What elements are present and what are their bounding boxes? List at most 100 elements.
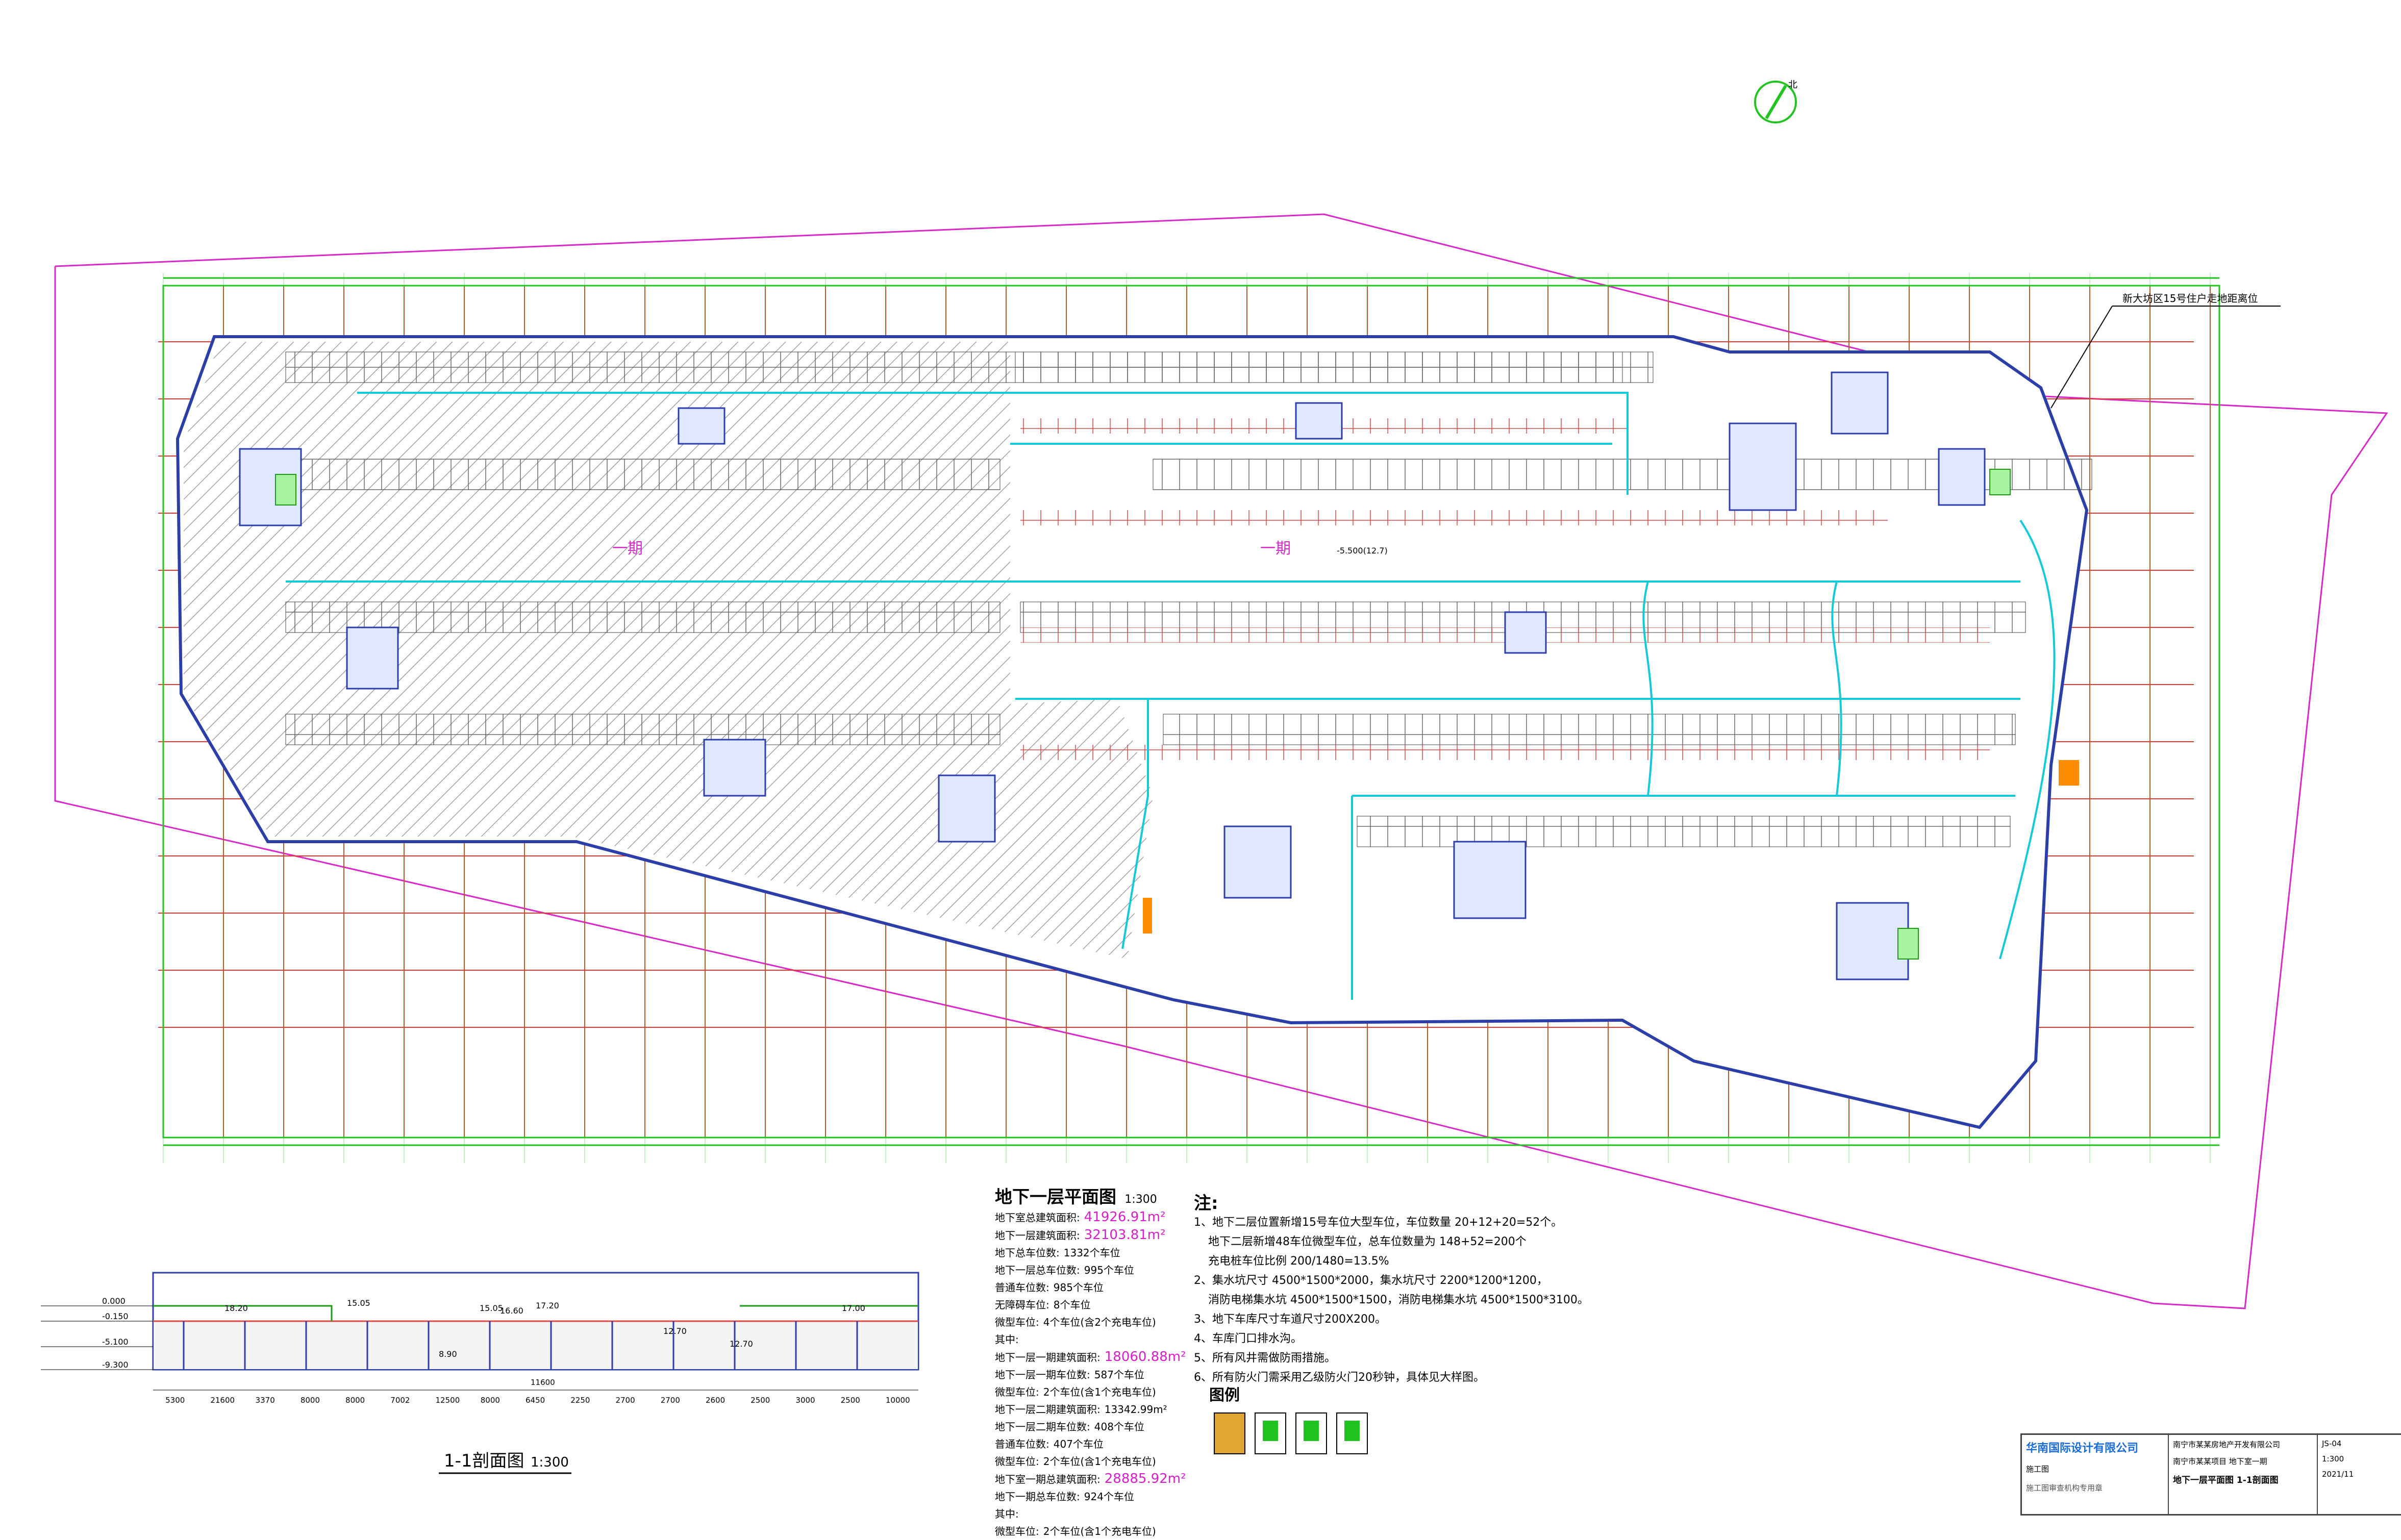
stat-row: 微型车位: 2个车位(含1个充电车位) — [995, 1383, 1189, 1401]
section-title: 1-1剖面图 — [444, 1451, 524, 1471]
stall-row — [1015, 351, 1654, 383]
section-dim-label: 5300 — [165, 1396, 185, 1405]
annotation-leader — [2050, 306, 2113, 409]
section-dim-label: 2250 — [570, 1396, 590, 1405]
elevation-label: 17.20 — [536, 1301, 559, 1310]
note-item: 5、所有风井需做防雨措施。 — [1194, 1352, 1336, 1365]
section-dim-label: 8000 — [345, 1396, 365, 1405]
elevation-label: 17.00 — [842, 1303, 865, 1313]
stat-value: 924个车位 — [1084, 1491, 1134, 1503]
stall-row-red — [1020, 510, 1888, 525]
design-notes: 注: 1、地下二层位置新增15号车位大型车位，车位数量 20+12+20=52个… — [1194, 1194, 1959, 1387]
north-arrow-icon — [1754, 81, 1797, 123]
stair-cores — [275, 469, 2011, 960]
section-dim-label: 12500 — [436, 1396, 460, 1405]
zone-label-1: 一期 — [612, 540, 643, 558]
section-dim-label: 2600 — [706, 1396, 725, 1405]
stat-value: 8个车位 — [1053, 1299, 1091, 1311]
stat-label: 地下一期总车位数: — [995, 1491, 1080, 1503]
stat-value: 41926.91m² — [1084, 1209, 1166, 1225]
stat-row: 微型车位:2个车位(含1个充电车位) — [995, 1453, 1189, 1470]
stat-label: 地下一层一期建筑面积: — [995, 1351, 1101, 1364]
stat-row: 普通车位数:985个车位 — [995, 1279, 1189, 1296]
axis-frame — [162, 285, 2220, 1139]
driveway-lanes — [286, 392, 2056, 1000]
company-name: 华南国际设计有限公司 — [2026, 1442, 2139, 1455]
elevation-label: 15.05 — [347, 1298, 370, 1308]
section-dim-label: 3370 — [256, 1396, 275, 1405]
stat-row: 地下一层一期车位数: 587个车位 — [995, 1366, 1189, 1383]
section-dim-label: 6450 — [526, 1396, 545, 1405]
level-label: -5.100 — [102, 1337, 129, 1347]
stat-label: 地下一层总车位数: — [995, 1264, 1080, 1276]
section-columns — [183, 1321, 858, 1370]
elevation-label: 12.70 — [663, 1326, 687, 1336]
notes-heading: 注: — [1194, 1193, 1218, 1214]
stat-row: 地下一层一期建筑面积:18060.88m² — [995, 1348, 1189, 1366]
stat-label: 其中: — [995, 1508, 1019, 1520]
title-block: 华南国际设计有限公司 施工图 施工图审查机构专用章 南宁市某某房地产开发有限公司… — [2020, 1433, 2401, 1516]
stat-row: 地下室一期总建筑面积:28885.92m² — [995, 1470, 1189, 1488]
section-dim-label: 7002 — [390, 1396, 410, 1405]
stall-row — [285, 714, 1001, 745]
stat-row: 其中: — [995, 1331, 1189, 1348]
stat-label: 地下总车位数: — [995, 1247, 1060, 1259]
stall-row — [1153, 459, 2092, 490]
stat-row: 地下室总建筑面积:41926.91m² — [995, 1208, 1189, 1226]
stat-row: 微型车位:2个车位(含1个充电车位) — [995, 1523, 1189, 1540]
stat-row: 地下一层二期建筑面积:13342.99m² — [995, 1401, 1189, 1418]
stall-row-red — [1020, 745, 1990, 760]
stat-value: 13342.99m² — [1104, 1403, 1167, 1416]
shaft-markers — [1143, 760, 2079, 933]
stat-label: 地下室一期总建筑面积: — [995, 1473, 1101, 1485]
stat-value: 407个车位 — [1053, 1438, 1104, 1450]
stall-row — [1163, 714, 2016, 745]
elevation-label: 12.70 — [730, 1339, 753, 1349]
stat-row: 地下一期总车位数: 924个车位 — [995, 1488, 1189, 1505]
level-label: -9.300 — [102, 1360, 129, 1370]
note-item: 6、所有防火门需采用乙级防火门20秒钟，具体见大样图。 — [1194, 1371, 1485, 1384]
stat-value: 587个车位 — [1094, 1369, 1144, 1381]
stat-value: 32103.81m² — [1084, 1227, 1166, 1243]
north-label: 北 — [1788, 80, 1797, 90]
section-dim-label: 2700 — [661, 1396, 680, 1405]
level-label: 0.000 — [102, 1296, 126, 1306]
stat-row: 地下一层二期车位数:408个车位 — [995, 1418, 1189, 1435]
note-item: 4、车库门口排水沟。 — [1194, 1332, 1302, 1345]
stat-row: 普通车位数:407个车位 — [995, 1435, 1189, 1453]
stat-value: 2个车位(含1个充电车位) — [1043, 1386, 1156, 1398]
section-dim-label: 2700 — [615, 1396, 635, 1405]
note-item: 2、集水坑尺寸 4500*1500*2000，集水坑尺寸 2200*1200*1… — [1194, 1274, 1548, 1287]
plan-title: 地下一层平面图 — [995, 1187, 1116, 1207]
section-dim-label: 8000 — [481, 1396, 500, 1405]
stat-label: 微型车位: — [995, 1386, 1039, 1398]
elevation-label: 8.90 — [439, 1349, 457, 1359]
section-total-dim: 11600 — [531, 1378, 555, 1387]
stat-label: 地下一层二期建筑面积: — [995, 1403, 1101, 1416]
stat-value: 28885.92m² — [1104, 1471, 1186, 1486]
drawing-name: 地下一层平面图 1-1剖面图 — [2173, 1475, 2279, 1485]
stat-row: 地下一层总车位数:995个车位 — [995, 1261, 1189, 1279]
stat-value: 18060.88m² — [1104, 1349, 1186, 1365]
drawing-date: 2021/11 — [2322, 1470, 2354, 1479]
elevation-label: 16.60 — [500, 1306, 523, 1316]
stat-label: 无障碍车位: — [995, 1299, 1049, 1311]
stat-value: 1332个车位 — [1063, 1247, 1120, 1259]
stat-row: 地下一层建筑面积:32103.81m² — [995, 1226, 1189, 1244]
section-dim-label: 10000 — [886, 1396, 910, 1405]
plan-scale: 1:300 — [1124, 1193, 1157, 1206]
stat-row: 无障碍车位: 8个车位 — [995, 1296, 1189, 1314]
stat-label: 微型车位: — [995, 1525, 1039, 1537]
stat-label: 其中: — [995, 1333, 1019, 1346]
note-item: 地下二层新增48车位微型车位，总车位数量为 148+52=200个 — [1194, 1235, 1527, 1248]
stat-row: 微型车位:4个车位(含2个充电车位) — [995, 1314, 1189, 1331]
stat-value: 408个车位 — [1094, 1421, 1144, 1433]
elevation-label: 15.05 — [480, 1303, 503, 1313]
project-name: 南宁市某某项目 地下室一期 — [2173, 1457, 2267, 1466]
section-drawing — [152, 1272, 919, 1371]
drawing-number: JS-04 — [2322, 1439, 2342, 1448]
phase-label: 施工图 — [2026, 1465, 2049, 1474]
stat-label: 地下一层一期车位数: — [995, 1369, 1090, 1381]
